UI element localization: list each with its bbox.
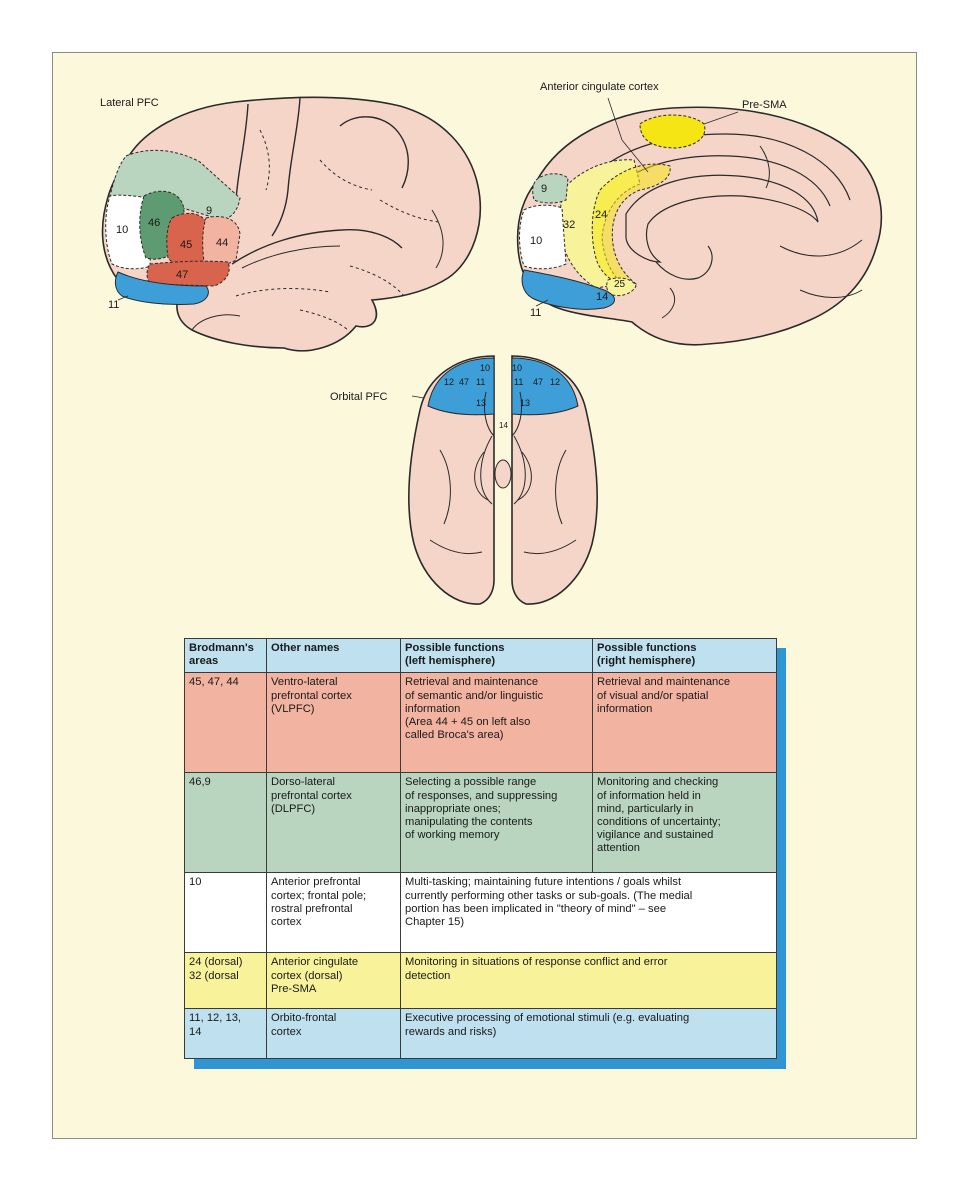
medial-label-10: 10 — [530, 235, 542, 247]
cell-both-functions: Monitoring in situations of response con… — [400, 952, 777, 1010]
lateral-label-11: 11 — [108, 299, 119, 311]
medial-label-9: 9 — [541, 183, 547, 195]
lateral-area-11 — [114, 271, 209, 305]
orbital-left-13: 13 — [476, 398, 486, 408]
cell-areas: 45, 47, 44 — [184, 672, 267, 774]
cell-left-function: Selecting a possible range of responses,… — [400, 772, 593, 874]
brain-diagrams: 10 46 9 45 44 47 11 Lateral PFC 9 32 24 — [100, 81, 883, 605]
brodmann-table-container: Brodmann's areas Other names Possible fu… — [184, 637, 786, 1070]
orbital-pfc-left — [427, 357, 495, 416]
lateral-pfc-label: Lateral PFC — [100, 97, 159, 109]
orbital-pfc-right — [511, 357, 579, 416]
orbital-left-12: 12 — [444, 377, 454, 387]
lateral-area-47 — [146, 260, 230, 287]
cell-areas: 24 (dorsal) 32 (dorsal — [184, 952, 267, 1010]
pre-sma-region — [639, 114, 706, 149]
medial-label-24: 24 — [595, 209, 607, 221]
cell-right-function: Monitoring and checking of information h… — [592, 772, 777, 874]
lateral-label-45: 45 — [180, 239, 192, 251]
cell-both-functions: Executive processing of emotional stimul… — [400, 1008, 777, 1060]
medial-area-24 — [591, 163, 671, 286]
cell-names: Ventro-lateral prefrontal cortex (VLPFC) — [266, 672, 401, 774]
header-brodmann-areas: Brodmann's areas — [184, 637, 267, 674]
cell-names: Orbito-frontal cortex — [266, 1008, 401, 1060]
cell-left-function: Retrieval and maintenance of semantic an… — [400, 672, 593, 774]
medial-area-25 — [606, 277, 637, 297]
medial-area-11-14 — [521, 269, 615, 310]
medial-brain-view: 9 32 24 10 25 14 11 Anterior cingulate c… — [516, 81, 883, 346]
anterior-cingulate-label: Anterior cingulate cortex — [540, 81, 659, 93]
table-row: 46,9 Dorso-lateral prefrontal cortex (DL… — [184, 772, 777, 874]
lateral-label-44: 44 — [216, 237, 228, 249]
medial-label-11: 11 — [530, 307, 541, 319]
orbital-right-13: 13 — [520, 398, 530, 408]
orbital-brain-right-hemisphere — [511, 355, 598, 605]
cell-names: Dorso-lateral prefrontal cortex (DLPFC) — [266, 772, 401, 874]
orbital-pfc-label: Orbital PFC — [330, 391, 388, 403]
medial-label-14: 14 — [596, 291, 608, 303]
orbital-brain-view: 10 12 47 11 13 10 11 47 12 13 14 Orbital… — [330, 355, 598, 605]
cell-names: Anterior cingulate cortex (dorsal) Pre-S… — [266, 952, 401, 1010]
orbital-brain-left-hemisphere — [408, 355, 495, 605]
orbital-center-14: 14 — [499, 421, 508, 430]
medial-label-25: 25 — [614, 279, 626, 290]
table-row: 45, 47, 44 Ventro-lateral prefrontal cor… — [184, 672, 777, 774]
medial-area-9 — [532, 173, 569, 204]
header-functions-left: Possible functions (left hemisphere) — [400, 637, 593, 674]
table-header-row: Brodmann's areas Other names Possible fu… — [184, 637, 777, 674]
table-row: 24 (dorsal) 32 (dorsal Anterior cingulat… — [184, 952, 777, 1010]
corpus-callosum — [625, 174, 819, 263]
table-row: 11, 12, 13, 14 Orbito-frontal cortex Exe… — [184, 1008, 777, 1060]
orbital-right-11: 11 — [514, 377, 523, 387]
orbital-right-10: 10 — [512, 363, 522, 373]
pre-sma-label: Pre-SMA — [742, 99, 787, 111]
medial-label-32: 32 — [563, 219, 575, 231]
table-row: 10 Anterior prefrontal cortex; frontal p… — [184, 872, 777, 954]
lateral-label-46: 46 — [148, 217, 160, 229]
lateral-label-47: 47 — [176, 269, 188, 281]
lateral-area-44 — [202, 216, 241, 266]
lateral-label-9: 9 — [206, 205, 212, 217]
cell-areas: 46,9 — [184, 772, 267, 874]
orbital-right-47: 47 — [533, 377, 543, 387]
cell-both-functions: Multi-tasking; maintaining future intent… — [400, 872, 777, 954]
orbital-left-47: 47 — [459, 377, 469, 387]
lateral-brain-view: 10 46 9 45 44 47 11 Lateral PFC — [100, 96, 482, 352]
cell-areas: 10 — [184, 872, 267, 954]
medial-area-10 — [519, 204, 567, 270]
brodmann-table: Brodmann's areas Other names Possible fu… — [184, 637, 777, 1060]
orbital-left-11: 11 — [476, 377, 485, 387]
lateral-label-10: 10 — [116, 224, 128, 236]
orbital-right-12: 12 — [550, 377, 560, 387]
cell-names: Anterior prefrontal cortex; frontal pole… — [266, 872, 401, 954]
header-functions-right: Possible functions (right hemisphere) — [592, 637, 777, 674]
cell-areas: 11, 12, 13, 14 — [184, 1008, 267, 1060]
header-other-names: Other names — [266, 637, 401, 674]
cell-right-function: Retrieval and maintenance of visual and/… — [592, 672, 777, 774]
orbital-left-10: 10 — [480, 363, 490, 373]
